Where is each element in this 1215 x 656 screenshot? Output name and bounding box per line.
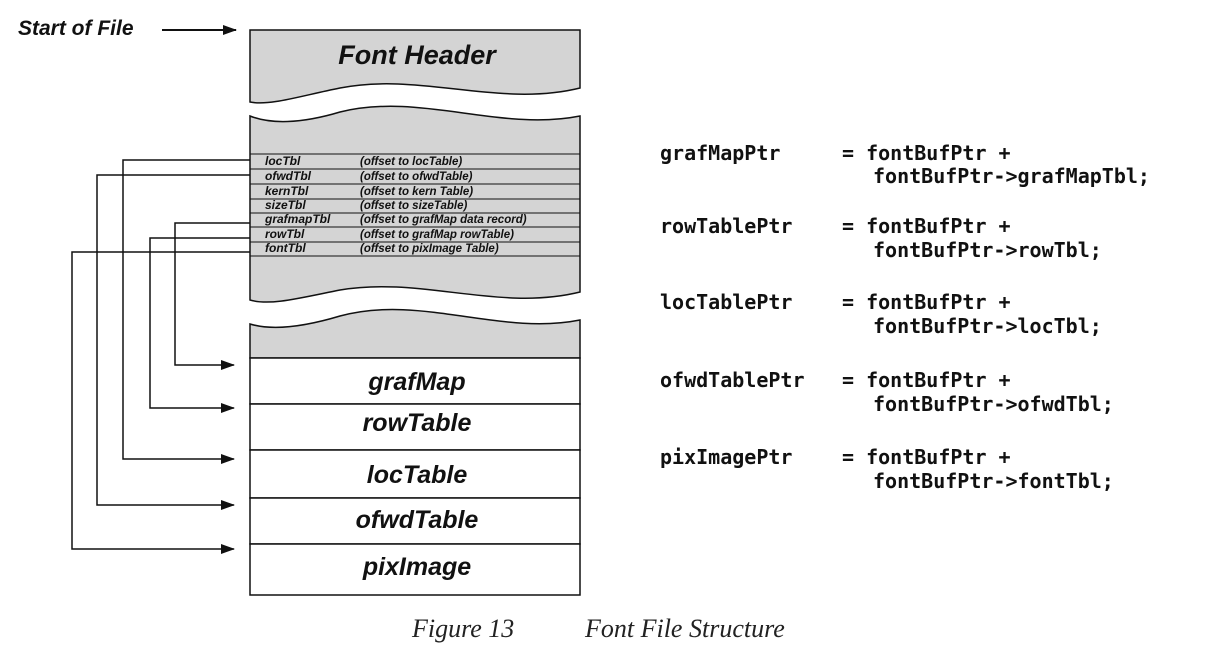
block-ofwdtable (249, 497, 581, 545)
block-grafmap (249, 357, 581, 405)
field-desc-fonttbl: (offset to pixImage Table) (360, 243, 499, 255)
code-rhs-piximageptr-1: = fontBufPtr + (842, 445, 1011, 469)
block-label-grafmap: grafMap (367, 368, 465, 396)
field-name-grafmaptbl: grafmapTbl (264, 212, 331, 226)
start-of-file-label: Start of File (18, 17, 134, 40)
header-field-rows: locTbl (offset to locTable) ofwdTbl (off… (250, 153, 580, 257)
pointer-code-listing: grafMapPtr = fontBufPtr + fontBufPtr->gr… (660, 141, 1150, 493)
field-name-fonttbl: fontTbl (265, 241, 306, 255)
field-name-rowtbl: rowTbl (265, 227, 305, 241)
code-rhs-rowtableptr-1: = fontBufPtr + (842, 214, 1011, 238)
block-label-piximage: pixImage (362, 553, 471, 581)
block-rowtable (249, 403, 581, 451)
font-header-top-section (249, 29, 581, 104)
field-desc-kerntbl: (offset to kern Table) (360, 186, 473, 198)
code-rhs-grafmapptr-2: fontBufPtr->grafMapTbl; (873, 164, 1150, 188)
code-lhs-loctableptr: locTablePtr (660, 290, 792, 314)
field-name-loctbl: locTbl (265, 154, 301, 168)
ofwdtable-pointer-arrow (96, 174, 250, 510)
data-blocks: grafMap rowTable locTable ofwdTable pixI… (249, 357, 581, 596)
field-name-ofwdtbl: ofwdTbl (265, 169, 312, 183)
field-desc-loctbl: (offset to locTable) (360, 156, 462, 168)
block-piximage (249, 543, 581, 596)
field-desc-rowtbl: (offset to grafMap rowTable) (360, 229, 514, 241)
rowtable-pointer-arrow (149, 237, 250, 413)
code-rhs-loctableptr-1: = fontBufPtr + (842, 290, 1011, 314)
code-rhs-ofwdtableptr-1: = fontBufPtr + (842, 368, 1011, 392)
piximage-pointer-arrow (71, 251, 250, 554)
block-label-loctable: locTable (367, 461, 468, 489)
code-rhs-rowtableptr-2: fontBufPtr->rowTbl; (873, 238, 1102, 262)
figure-number: Figure 13 (411, 614, 514, 643)
loctable-pointer-arrow (122, 159, 250, 464)
grafmap-pointer-arrow (174, 222, 250, 370)
block-label-rowtable: rowTable (363, 409, 472, 437)
font-header-lower-section (249, 308, 581, 359)
block-label-ofwdtable: ofwdTable (356, 506, 479, 534)
field-name-sizetbl: sizeTbl (265, 198, 306, 212)
code-rhs-piximageptr-2: fontBufPtr->fontTbl; (873, 469, 1114, 493)
code-rhs-loctableptr-2: fontBufPtr->locTbl; (873, 314, 1102, 338)
field-desc-sizetbl: (offset to sizeTable) (360, 200, 468, 212)
font-header-title: Font Header (338, 40, 497, 70)
code-lhs-grafmapptr: grafMapPtr (660, 141, 780, 165)
field-name-kerntbl: kernTbl (265, 184, 309, 198)
code-lhs-ofwdtableptr: ofwdTablePtr (660, 368, 805, 392)
font-header-fields-section (249, 105, 581, 303)
code-rhs-grafmapptr-1: = fontBufPtr + (842, 141, 1011, 165)
pointer-connectors (71, 159, 250, 554)
figure-title: Font File Structure (584, 614, 785, 643)
code-lhs-piximageptr: pixImagePtr (660, 445, 792, 469)
code-rhs-ofwdtableptr-2: fontBufPtr->ofwdTbl; (873, 392, 1114, 416)
field-desc-grafmaptbl: (offset to grafMap data record) (360, 214, 527, 226)
field-desc-ofwdtbl: (offset to ofwdTable) (360, 171, 473, 183)
code-lhs-rowtableptr: rowTablePtr (660, 214, 792, 238)
